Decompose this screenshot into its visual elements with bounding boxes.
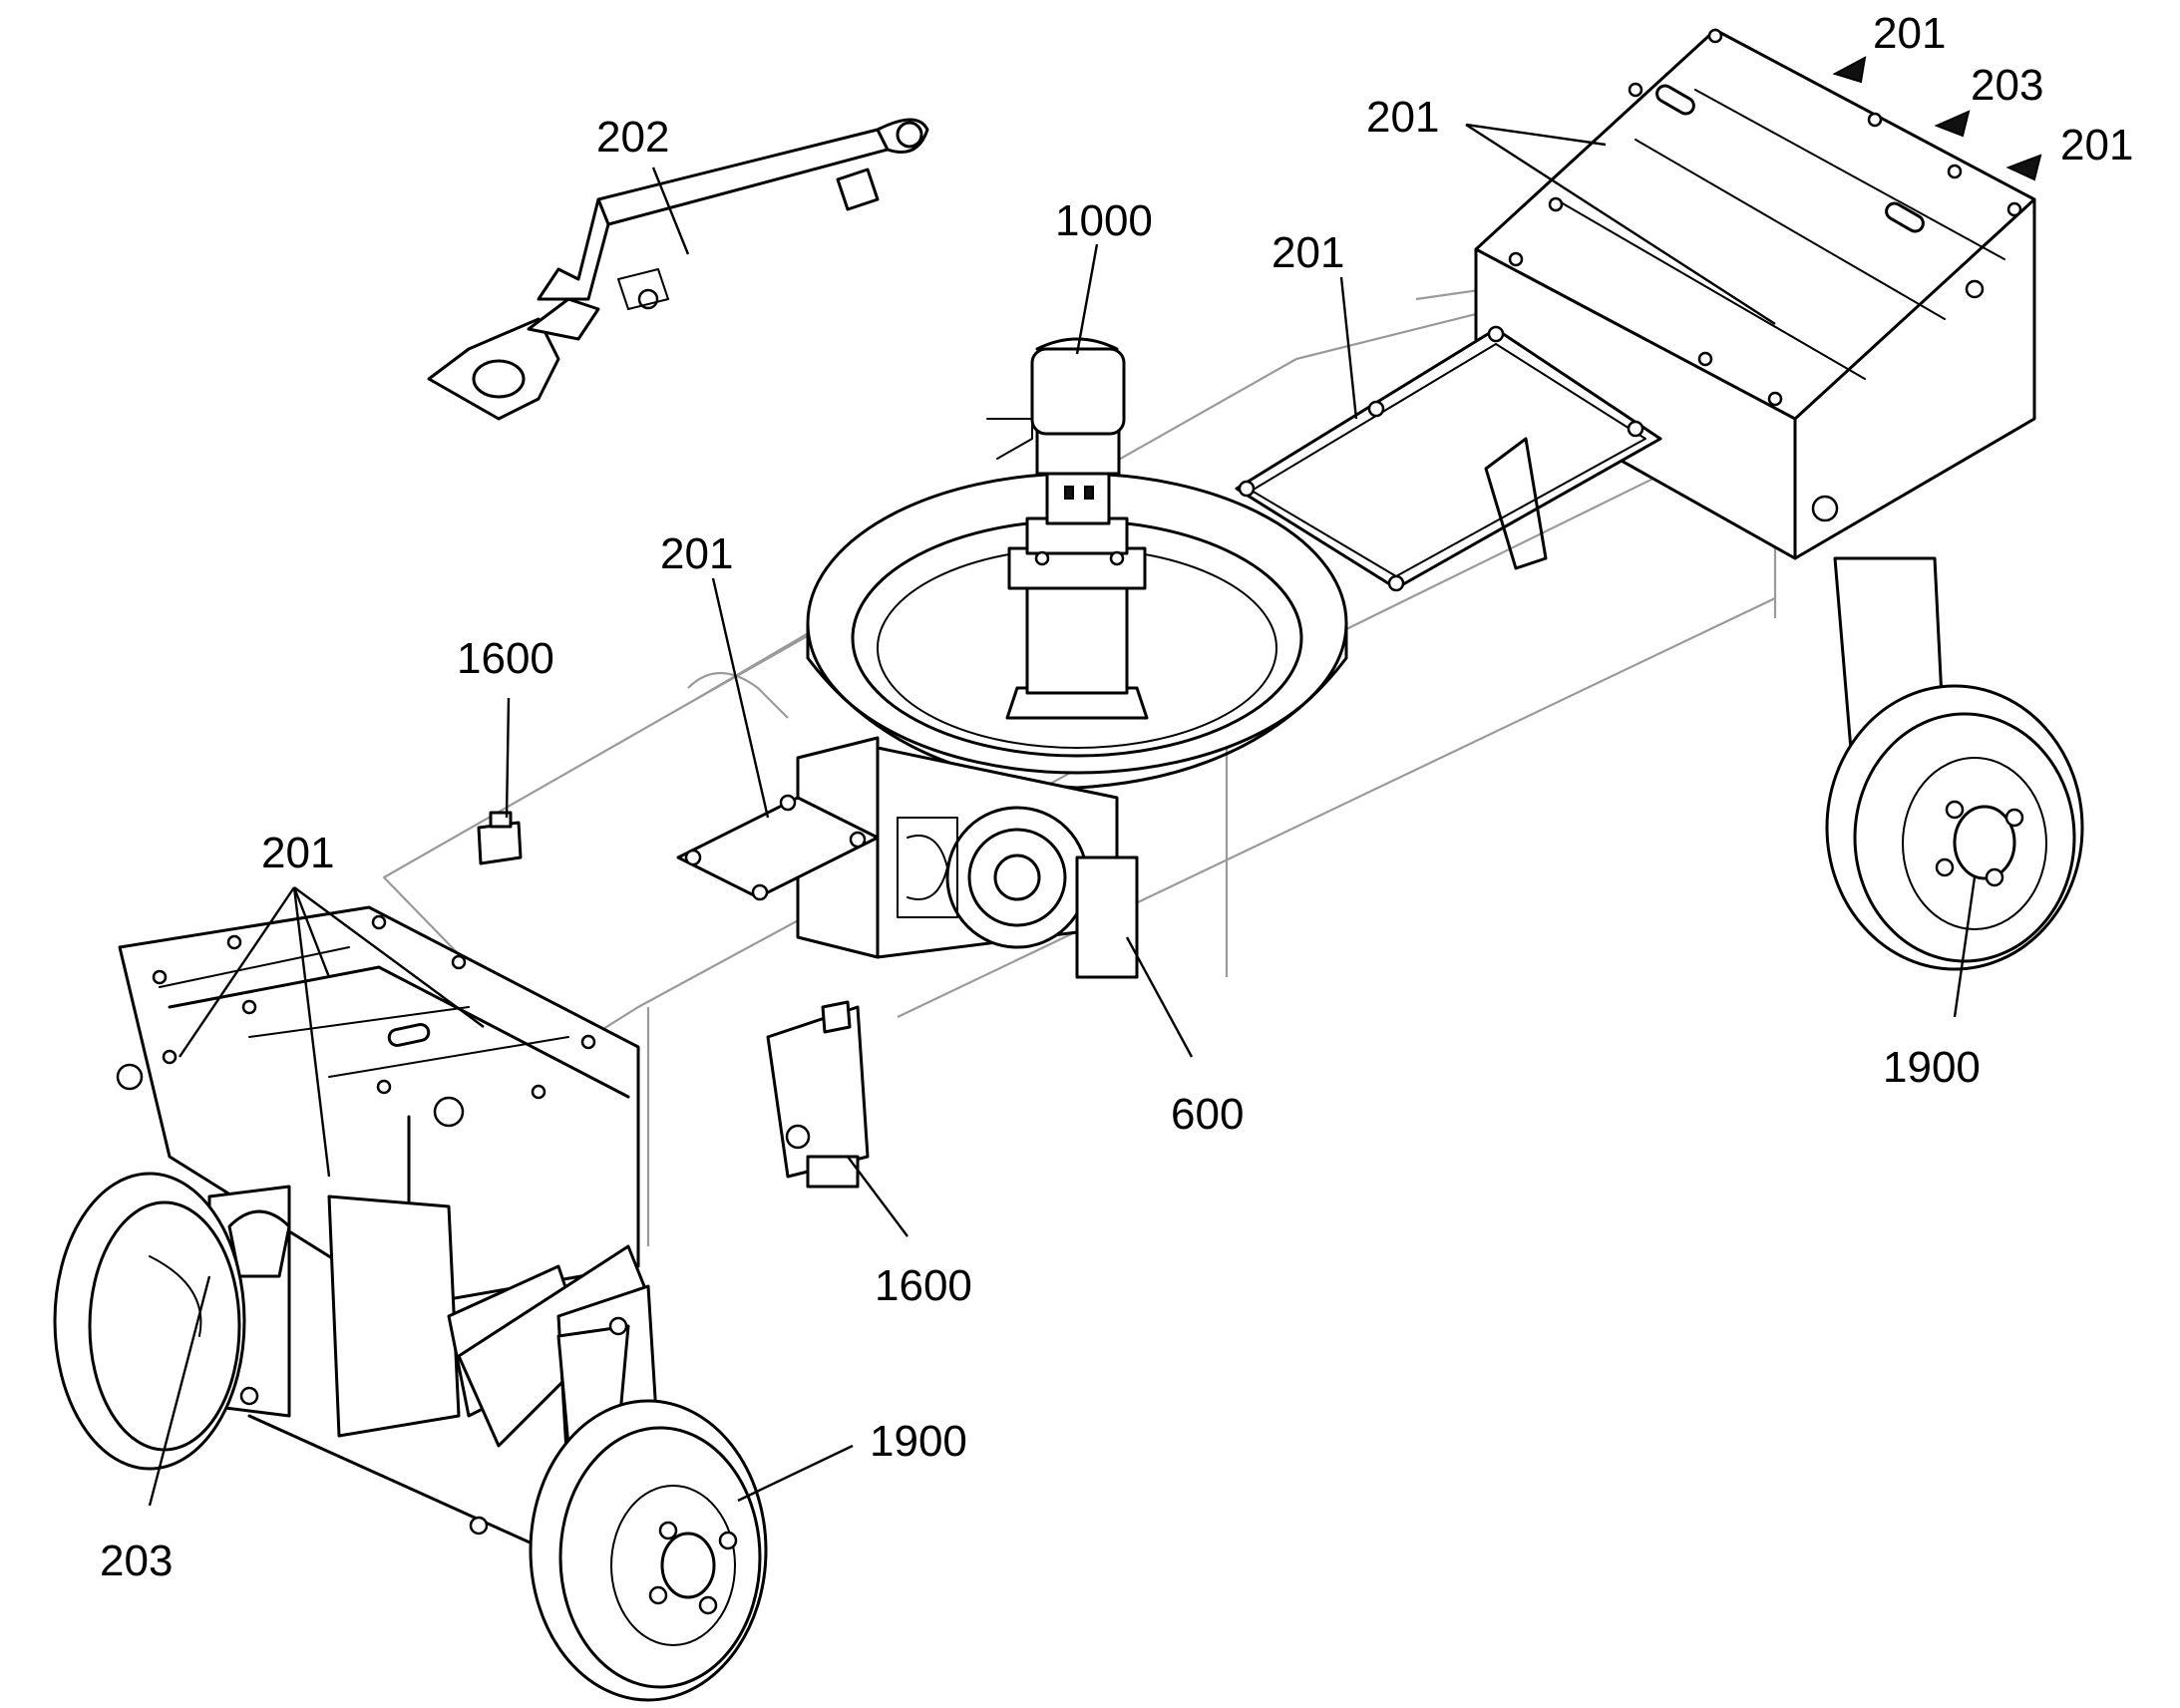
label-1600-left: 1600 — [457, 634, 554, 683]
label-1900-front: 1900 — [870, 1417, 967, 1466]
hydraulic-cylinder — [427, 118, 929, 421]
label-201-top-b: 201 — [2060, 121, 2133, 170]
rotary-joint — [986, 337, 1149, 720]
front-suspension — [207, 1185, 660, 1557]
rear-wheel — [1825, 556, 2084, 971]
front-wheel — [529, 1399, 768, 1702]
valve-front — [766, 1000, 870, 1189]
arrow-markers — [1832, 56, 2042, 181]
label-1600-front: 1600 — [875, 1261, 972, 1310]
label-1900-right: 1900 — [1883, 1043, 1981, 1092]
label-201-plate: 201 — [1272, 228, 1344, 277]
reference-labels: 202 1000 201 203 201 201 201 201 1600 20… — [100, 9, 2133, 1585]
front-left-wheel — [53, 1172, 246, 1471]
gearbox — [796, 736, 1139, 979]
leader-lines — [148, 123, 1977, 1507]
label-201-upper: 201 — [1366, 93, 1439, 142]
cover-plate-upper — [1235, 325, 1662, 592]
label-203-top: 203 — [1971, 61, 2043, 110]
cover-plate-mid — [676, 794, 880, 901]
valve-left — [477, 811, 523, 865]
label-201-front: 201 — [261, 829, 334, 877]
label-600: 600 — [1171, 1090, 1244, 1139]
label-201-top-a: 201 — [1873, 9, 1946, 58]
label-201-mid: 201 — [660, 529, 733, 578]
label-1000: 1000 — [1055, 196, 1153, 245]
label-203-front: 203 — [100, 1537, 173, 1585]
label-202: 202 — [596, 113, 669, 162]
